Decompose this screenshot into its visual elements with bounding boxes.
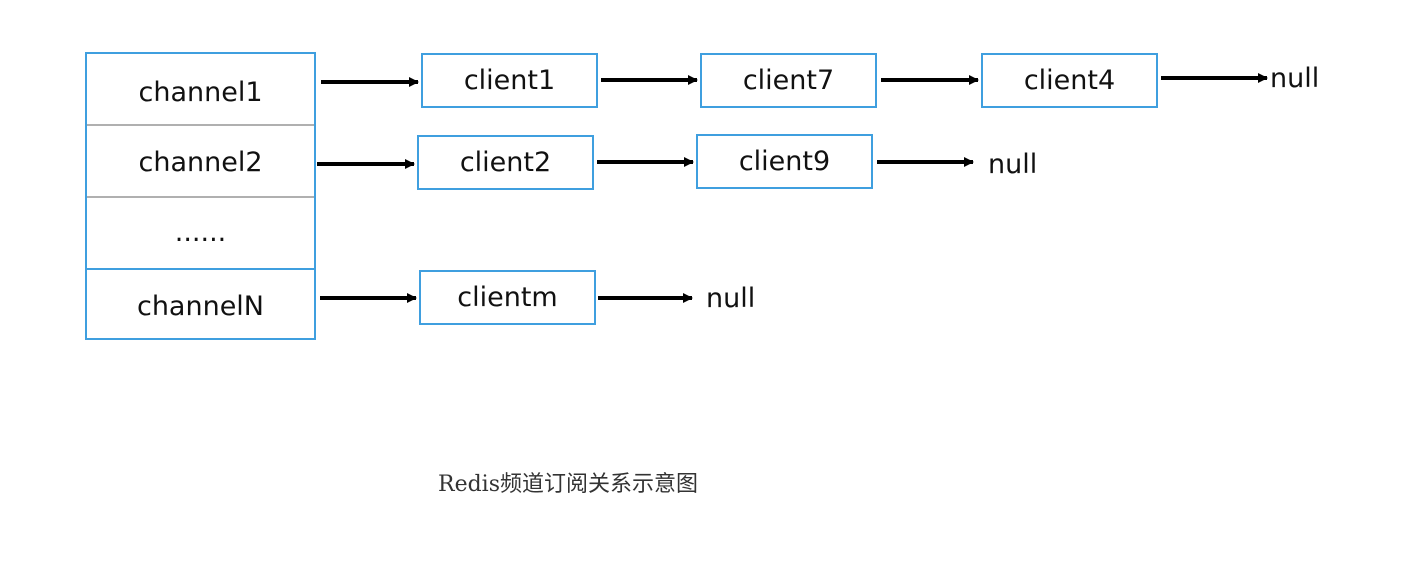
client-node: client7 [700,53,877,108]
diagram-caption: Redis频道订阅关系示意图 [438,472,698,497]
channel-table: channel1 channel2 ...... channelN [85,52,316,340]
row-divider [87,196,314,198]
null-terminal: null [1270,63,1320,94]
row-divider [87,268,314,270]
channel-row: channelN [136,290,265,322]
channel-row: channel2 [138,146,263,178]
row-divider [87,124,314,126]
null-terminal: null [988,149,1038,180]
client-node: client1 [421,53,598,108]
channel-row: channel1 [138,76,263,108]
client-node: clientm [419,270,596,325]
client-node: client9 [696,134,873,189]
channel-row-ellipsis: ...... [174,217,227,248]
client-node: client2 [417,135,594,190]
null-terminal: null [706,283,756,314]
client-node: client4 [981,53,1158,108]
